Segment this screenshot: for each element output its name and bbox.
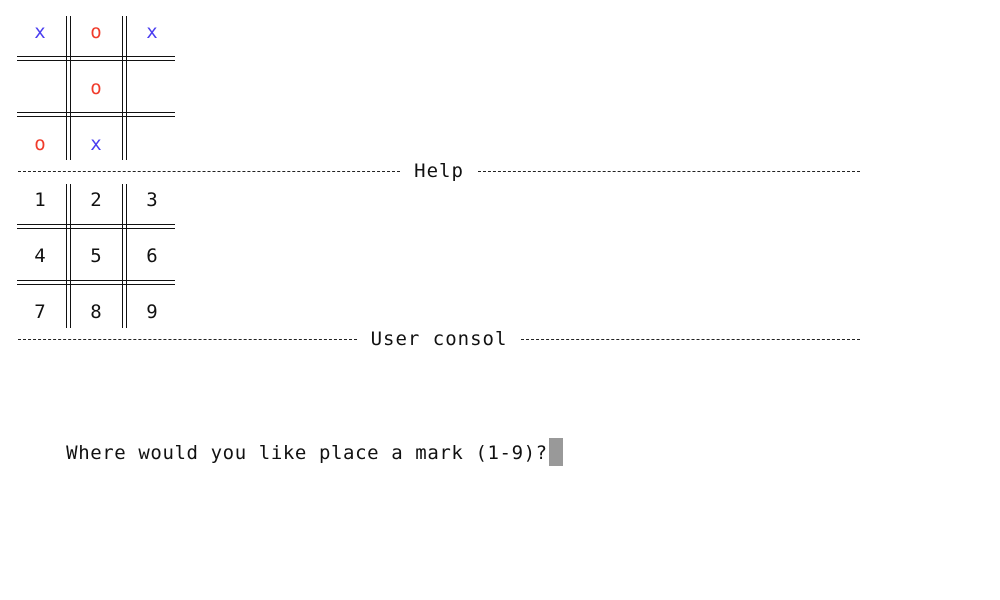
help-section-title: Help xyxy=(414,160,464,182)
text-cursor[interactable] xyxy=(548,438,563,466)
game-board: x o x o o x xyxy=(12,6,180,170)
console-input-line[interactable]: Where would you like place a mark (1-9)? xyxy=(18,408,563,466)
help-section-divider: Help xyxy=(18,160,861,182)
board-cell-5: o xyxy=(90,77,102,99)
help-grid-divider xyxy=(17,280,175,285)
help-cell-2: 2 xyxy=(90,189,102,211)
board-cell-2: o xyxy=(90,21,102,43)
help-cell-7: 7 xyxy=(34,301,46,323)
board-cell-4 xyxy=(12,62,68,118)
board-divider xyxy=(122,16,127,160)
dashed-rule xyxy=(477,170,861,172)
dashed-rule xyxy=(521,338,860,340)
help-cell-5: 5 xyxy=(90,245,102,267)
board-cell-7: o xyxy=(34,133,46,155)
board-cell-3: x xyxy=(146,21,158,43)
help-cell-9: 9 xyxy=(146,301,158,323)
board-cell-6 xyxy=(124,62,180,118)
board-cell-8: x xyxy=(90,133,102,155)
dashed-rule xyxy=(18,170,401,172)
console-section-divider: User consol xyxy=(18,328,860,350)
help-cell-6: 6 xyxy=(146,245,158,267)
board-divider xyxy=(66,16,71,160)
dashed-rule xyxy=(18,338,357,340)
help-grid-divider xyxy=(122,184,127,328)
help-cell-1: 1 xyxy=(34,189,46,211)
board-divider xyxy=(17,112,175,117)
board-divider xyxy=(17,56,175,61)
board-cell-1: x xyxy=(34,21,46,43)
help-cell-3: 3 xyxy=(146,189,158,211)
help-grid: 1 2 3 4 5 6 7 8 9 xyxy=(12,174,180,338)
console-section-title: User consol xyxy=(370,328,508,350)
help-grid-divider xyxy=(66,184,71,328)
console-prompt: Where would you like place a mark (1-9)? xyxy=(66,442,548,464)
help-grid-divider xyxy=(17,224,175,229)
help-cell-4: 4 xyxy=(34,245,46,267)
help-cell-8: 8 xyxy=(90,301,102,323)
